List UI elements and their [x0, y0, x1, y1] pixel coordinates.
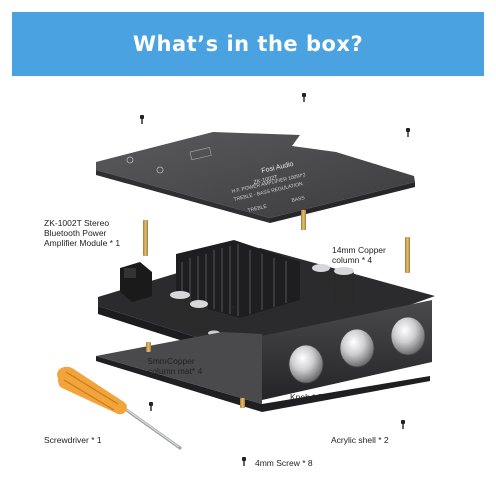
label-module: ZK-1002T Stereo Bluetooth Power Amplifie…	[44, 218, 121, 248]
copper-mat-icon	[146, 342, 245, 408]
board-bass: BASS	[291, 195, 306, 204]
label-copper-column: 14mm Copper column * 4	[332, 245, 386, 265]
top-acrylic-plate: Fosi Audio ZK-1002T H.F. POWER AMPLIFIER…	[96, 132, 415, 223]
label-screw: 4mm Screw * 8	[255, 458, 313, 468]
screwdriver-icon	[57, 366, 182, 450]
label-knob: Knob * 3	[290, 392, 323, 402]
label-copper-mat: 5mmCopper column mat* 4	[148, 356, 203, 376]
banner-title: What’s in the box?	[132, 32, 364, 56]
capacitor-icon	[170, 264, 354, 358]
label-acrylic-shell: Acrylic shell * 2	[331, 435, 389, 445]
board-treble: TREBLE	[247, 204, 268, 214]
heatsink	[176, 240, 300, 318]
bottom-acrylic-plate	[96, 332, 430, 412]
knob-icon	[288, 316, 426, 384]
screw-icon	[149, 305, 405, 466]
label-screwdriver: Screwdriver * 1	[44, 435, 102, 445]
board-model: ZK-1002T	[253, 174, 279, 185]
title-banner: What’s in the box?	[12, 12, 484, 76]
